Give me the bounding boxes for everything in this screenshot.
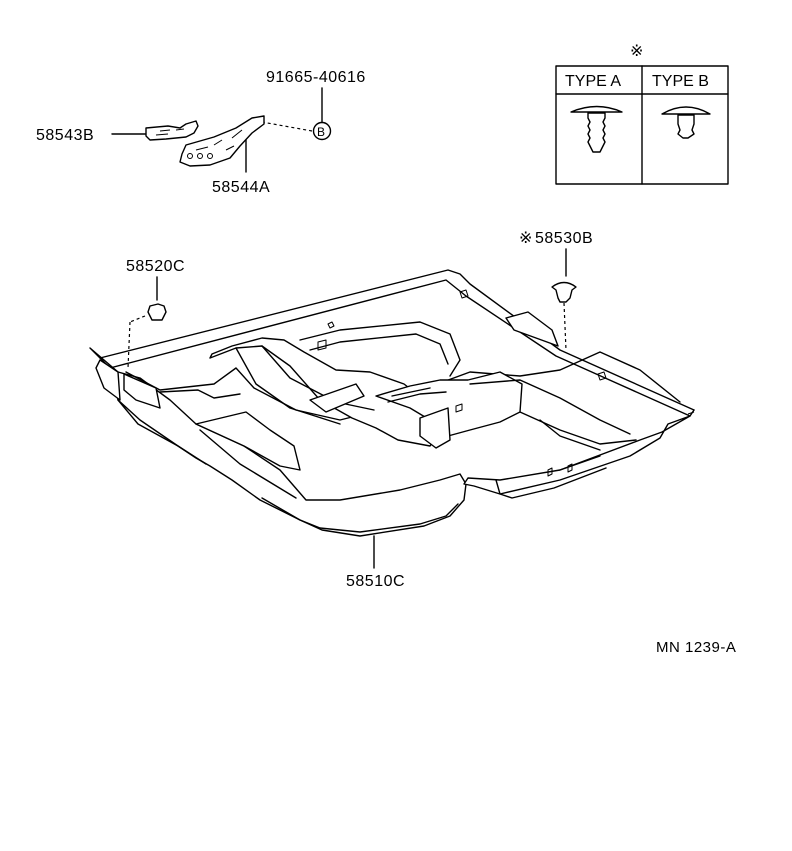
callout-58520C: 58520C	[126, 258, 185, 275]
floor-carpet-58510C	[89, 269, 695, 569]
dashed-guide-58520C	[127, 321, 131, 369]
callout-91665-40616: 91665-40616	[266, 69, 366, 86]
callout-58530B: 58530B	[535, 230, 593, 247]
callout-58544A: 58544A	[212, 179, 270, 196]
callout-58530B-mark: ※	[519, 230, 533, 247]
clip-58520C	[147, 303, 167, 321]
leader-bolt-dashed	[261, 121, 313, 132]
bubble-b-letter: B	[317, 125, 325, 139]
type-a-clip-icon	[570, 105, 623, 153]
reference-code: MN 1239-A	[656, 639, 736, 656]
legend-type-b-label: TYPE B	[652, 73, 709, 90]
callout-58543B: 58543B	[36, 127, 94, 144]
legend-type-a-label: TYPE A	[565, 73, 621, 90]
clip-58520C-group: 58520C	[126, 258, 185, 369]
bubble-b	[312, 121, 332, 141]
legend-note-mark: ※	[630, 43, 643, 60]
callout-58510C: 58510C	[346, 573, 405, 590]
clip-58530B-group: ※ 58530B	[519, 230, 593, 351]
dashed-guide-58530B	[563, 302, 567, 351]
bracket-58543B	[145, 120, 199, 141]
bracket-assembly: 91665-40616 B 58543B 58544A	[36, 69, 366, 196]
clip-58530B	[551, 281, 577, 303]
clip-type-legend: ※ TYPE A TYPE B	[555, 43, 729, 185]
type-b-clip-icon	[661, 106, 711, 139]
